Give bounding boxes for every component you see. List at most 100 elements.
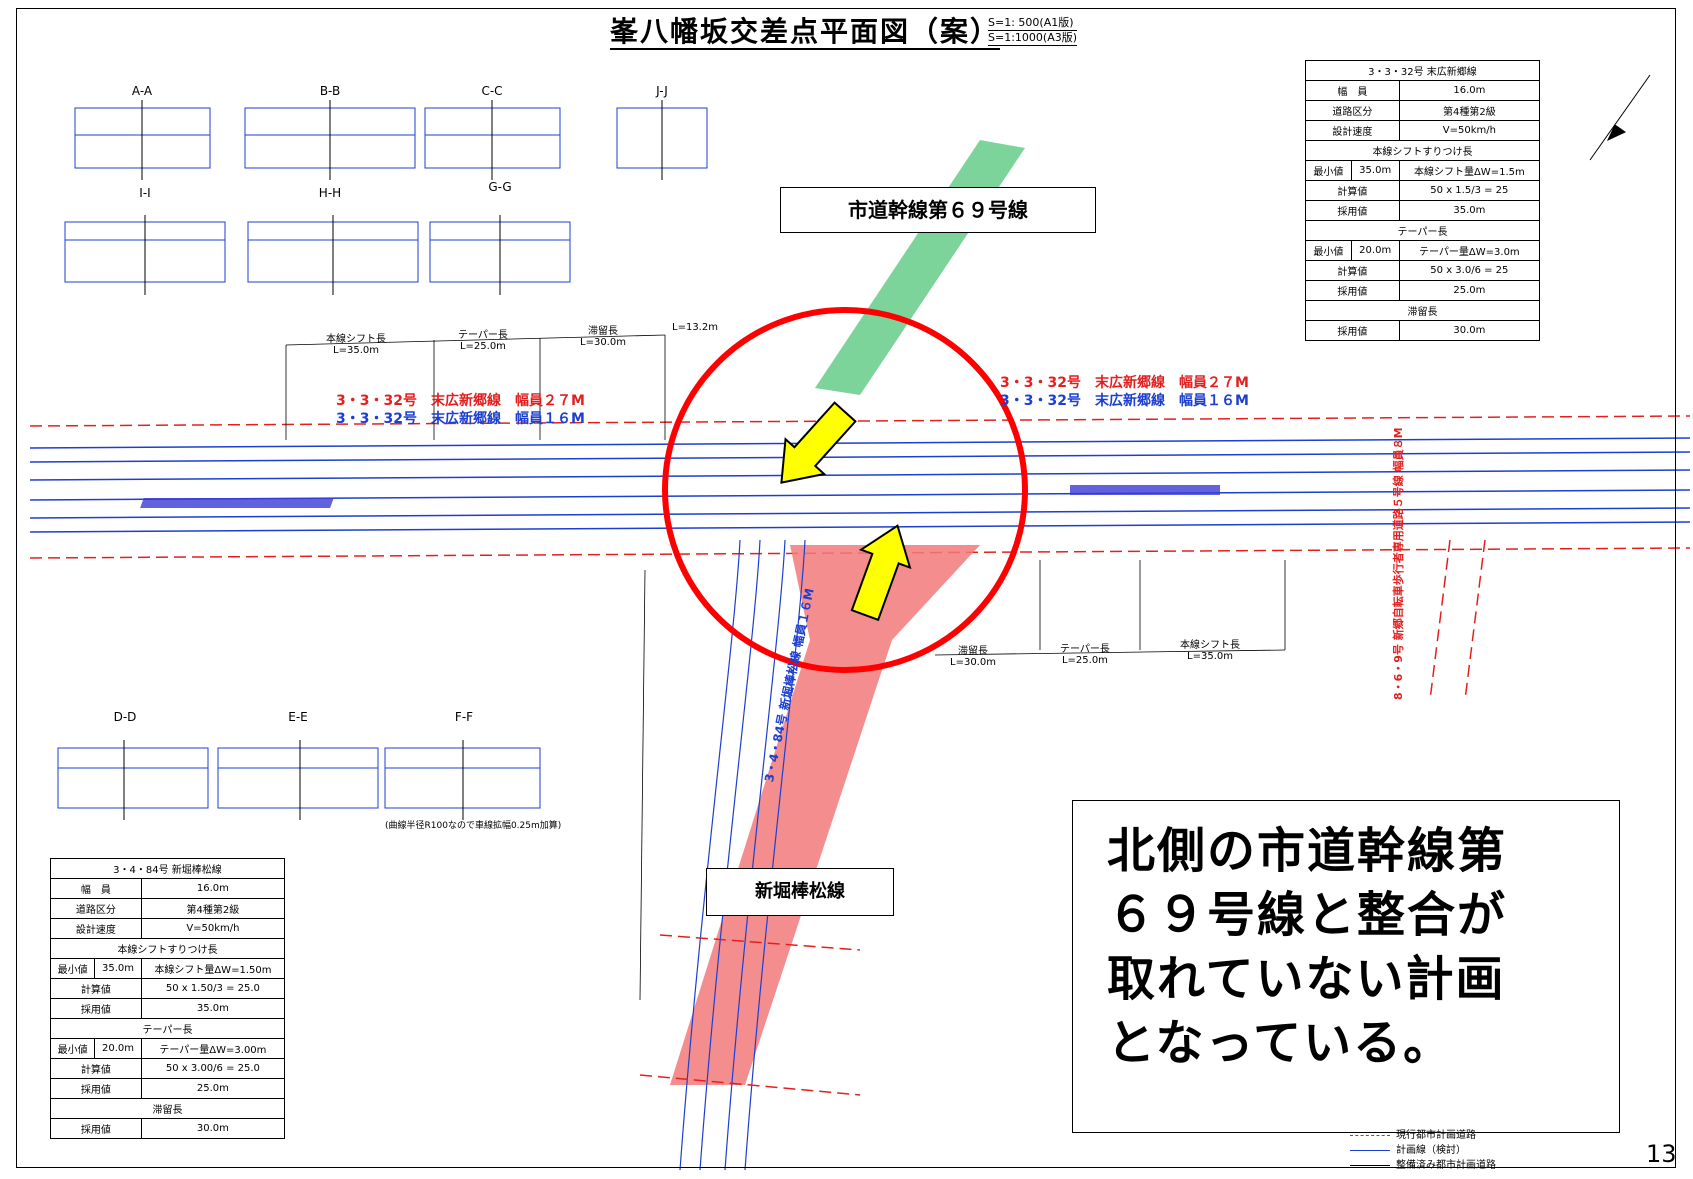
legend: 現行都市計画道路 計画線（検討） 整備済み都市計画道路 — [1350, 1128, 1496, 1173]
section-label-bb: B-B — [319, 84, 341, 98]
south-road-lines — [679, 539, 806, 1171]
table-cell: 30.0m — [140, 1118, 286, 1139]
callout-north-road: 市道幹線第６９号線 — [780, 187, 1096, 233]
table-cell: 採用値 — [50, 1118, 142, 1139]
section-label-ff: F-F — [454, 710, 474, 724]
table-header: 3・4・84号 新堀棒松線 — [50, 858, 285, 879]
scale-a3: S=1:1000(A3版) — [988, 31, 1078, 46]
yellow-arrow-up — [850, 524, 912, 622]
dim-value: L=30.0m — [950, 657, 996, 668]
legend-label: 計画線（検討） — [1396, 1145, 1466, 1156]
section-aa — [74, 100, 211, 180]
section-label-jj: J-J — [656, 84, 668, 98]
table-subheader: 滞留長 — [50, 1098, 285, 1119]
dim-label: 滞留長 — [957, 646, 988, 657]
section-ii — [64, 215, 226, 295]
table-cell: 50 x 3.0/6 = 25 — [1398, 260, 1541, 281]
table-cell: 道路区分 — [1305, 100, 1400, 121]
dim-value: L=35.0m — [333, 345, 379, 356]
table-subheader: テーパー長 — [50, 1018, 285, 1039]
note-line: 北側の市道幹線第 — [1107, 823, 1508, 879]
table-cell: V=50km/h — [140, 918, 286, 939]
section-label-ii: I-I — [139, 186, 151, 200]
legend-item: 現行都市計画道路 — [1350, 1128, 1496, 1143]
scale-label: S=1: 500(A1版) S=1:1000(A3版) — [988, 16, 1078, 46]
note-line: ６９号線と整合が — [1107, 887, 1508, 943]
dim-label: 本線シフト長 — [1180, 640, 1240, 651]
note-line: となっている。 — [1107, 1015, 1454, 1071]
road-label-blue-left: 3・3・32号 末広新郷線 幅員１６M — [336, 411, 585, 427]
table-cell: 35.0m — [1398, 200, 1541, 221]
dimension-lines — [285, 334, 1286, 1001]
section-cc — [424, 100, 561, 180]
section-label-ee: E-E — [288, 710, 308, 724]
table-cell: テーパー量ΔW=3.00m — [140, 1038, 286, 1059]
bike-path-label: 8・6・9号 新郷自転車歩行者専用道路５号線 幅員８M — [1392, 427, 1405, 700]
table-cell: 第4種第2級 — [1398, 100, 1541, 121]
table-cell: 20.0m — [94, 1038, 142, 1059]
legend-label: 整備済み都市計画道路 — [1396, 1160, 1496, 1171]
north-arrow-icon — [1589, 74, 1651, 161]
table-cell: 最小値 — [1305, 160, 1352, 181]
note-line: 取れていない計画 — [1107, 951, 1506, 1007]
legend-swatch — [1350, 1135, 1390, 1136]
section-label-dd: D-D — [113, 710, 137, 724]
section-dd — [57, 740, 209, 820]
table-cell: 設計速度 — [50, 918, 142, 939]
legend-swatch — [1350, 1150, 1390, 1151]
section-bb — [244, 100, 416, 180]
section-note: (曲線半径R100なので車線拡幅0.25m加算) — [385, 821, 562, 831]
table-cell: テーパー量ΔW=3.0m — [1398, 240, 1541, 261]
table-cell: 30.0m — [1398, 320, 1541, 341]
table-cell: 50 x 1.5/3 = 25 — [1398, 180, 1541, 201]
dim-label: 本線シフト長 — [326, 334, 386, 345]
table-cell: 20.0m — [1350, 240, 1400, 261]
scale-a1: S=1: 500(A1版) — [988, 16, 1078, 31]
table-cell: 最小値 — [49, 1038, 96, 1059]
section-gg — [429, 215, 571, 295]
table-subheader: 本線シフトすりつけ長 — [1305, 140, 1540, 161]
table-cell: 本線シフト量ΔW=1.50m — [140, 958, 286, 979]
south-road-red-dashes — [639, 934, 861, 1096]
callout-south-road: 新堀棒松線 — [706, 868, 894, 916]
section-ee — [217, 740, 379, 820]
table-cell: 16.0m — [1398, 80, 1541, 101]
section-label-hh: H-H — [318, 186, 342, 200]
dim-label: テーパー長 — [458, 330, 508, 341]
section-label-cc: C-C — [481, 84, 503, 98]
section-hh — [247, 215, 419, 295]
table-cell: 第4種第2級 — [140, 898, 286, 919]
legend-swatch — [1350, 1165, 1390, 1166]
table-cell: 計算値 — [1305, 260, 1400, 281]
page-number: 13 — [1646, 1140, 1677, 1168]
table-cell: 計算値 — [50, 1058, 142, 1079]
table-cell: 50 x 1.50/3 = 25.0 — [140, 978, 286, 999]
table-cell: 16.0m — [140, 878, 286, 899]
median-hatching — [140, 485, 1220, 508]
south-road-pink — [670, 545, 980, 1085]
road-label-red-right: 3・3・32号 末広新郷線 幅員２７M — [1000, 375, 1249, 391]
table-cell: 25.0m — [140, 1078, 286, 1099]
road-label-blue-right: 3・3・32号 末広新郷線 幅員１６M — [1000, 393, 1249, 409]
table-cell: 35.0m — [94, 958, 142, 979]
table-subheader: 滞留長 — [1305, 300, 1540, 321]
table-cell: 採用値 — [1305, 280, 1400, 301]
table-cell: 最小値 — [49, 958, 96, 979]
legend-item: 計画線（検討） — [1350, 1143, 1496, 1158]
table-cell: 設計速度 — [1305, 120, 1400, 141]
table-cell: V=50km/h — [1398, 120, 1541, 141]
yellow-arrow-down-left — [780, 401, 857, 484]
table-cell: 採用値 — [1305, 200, 1400, 221]
main-road-lines — [29, 437, 1691, 533]
section-label-aa: A-A — [131, 84, 153, 98]
table-cell: 採用値 — [50, 998, 142, 1019]
dim-label: 滞留長 — [587, 326, 618, 337]
